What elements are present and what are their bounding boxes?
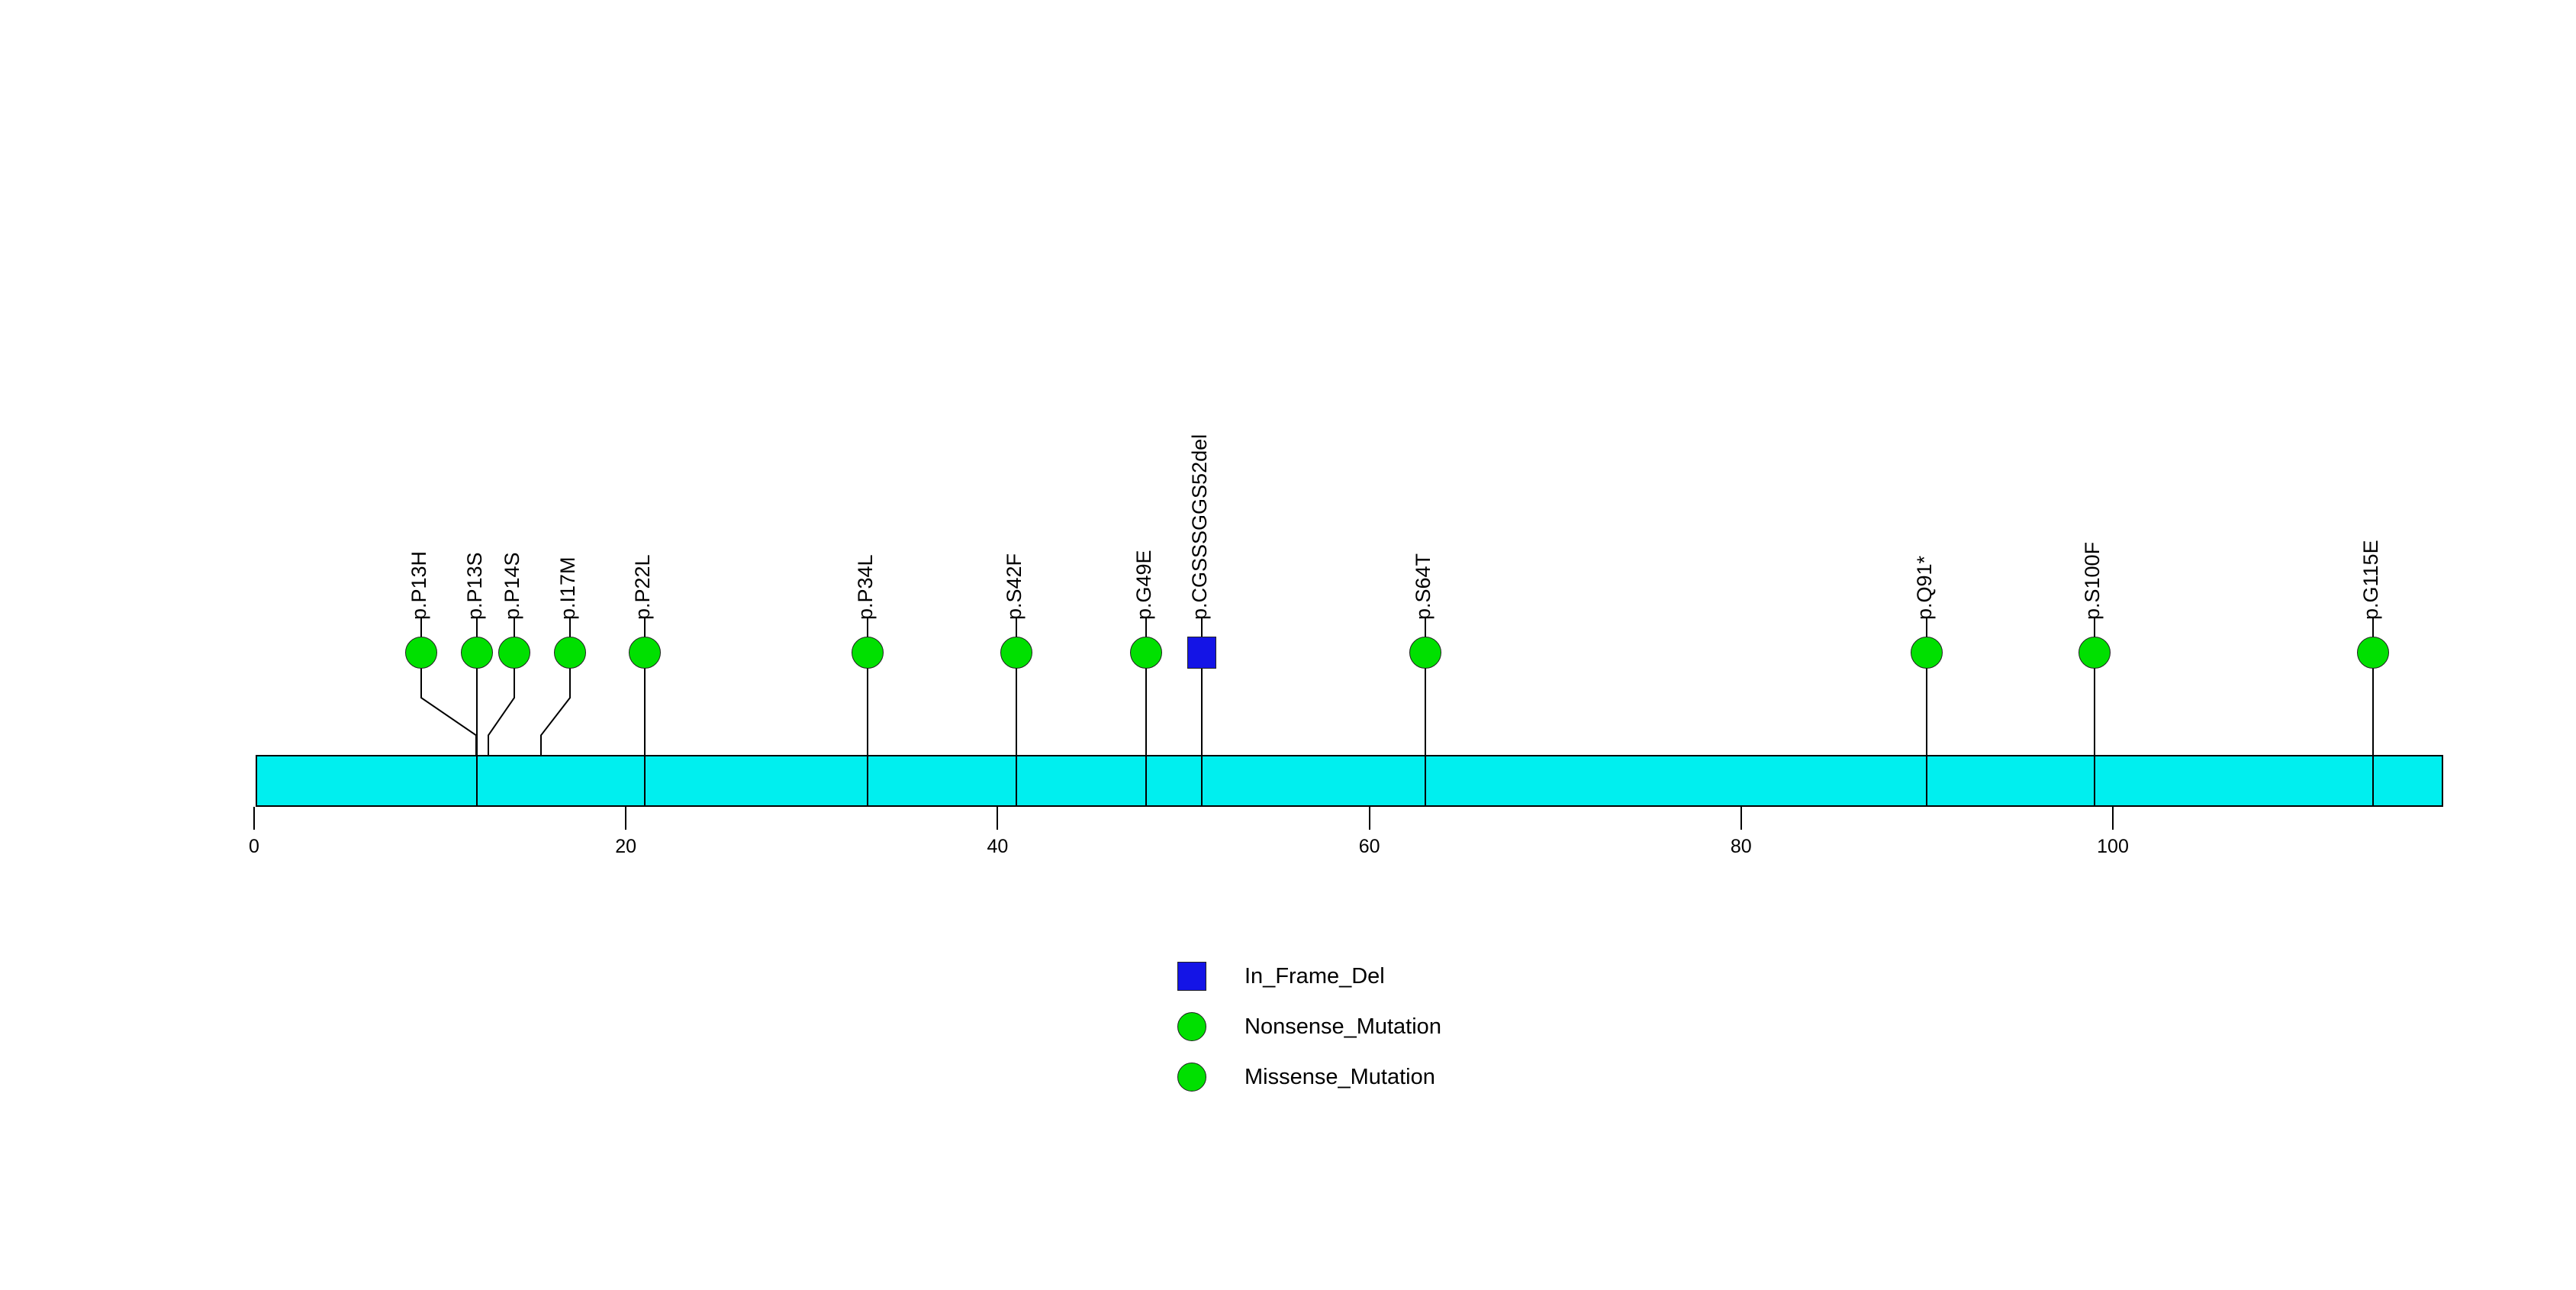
mutation-marker-circle[interactable] [1409, 637, 1441, 669]
mutation-marker-circle[interactable] [498, 637, 531, 669]
axis-tick-label-60: 60 [1358, 836, 1380, 857]
lollipop-lower-stem [866, 666, 868, 807]
legend-label: In_Frame_Del [1245, 964, 1385, 988]
mutation-marker-circle[interactable] [461, 637, 494, 669]
legend-swatch-circle [1177, 1063, 1206, 1092]
axis-tick-label-40: 40 [987, 836, 1009, 857]
lollipop-upper-stem [866, 618, 868, 640]
mutation-label: p.S42F [1002, 553, 1026, 620]
mutation-marker-circle[interactable] [1911, 637, 1943, 669]
protein-backbone-bar [256, 755, 2444, 807]
mutation-label: p.P13S [463, 552, 487, 620]
lollipop-upper-stem [1015, 618, 1017, 640]
lollipop-upper-stem [420, 618, 423, 640]
mutation-marker-circle[interactable] [554, 637, 587, 669]
axis-tick-label-20: 20 [615, 836, 637, 857]
axis-tick-0 [253, 807, 255, 830]
mutation-label: p.Q91* [1913, 555, 1937, 620]
legend-swatch-square [1177, 962, 1206, 991]
axis-tick-100 [2112, 807, 2114, 830]
mutation-marker-circle[interactable] [851, 637, 884, 669]
lollipop-leader-line [420, 666, 478, 755]
lollipop-upper-stem [643, 618, 646, 640]
axis-tick-40 [997, 807, 999, 830]
lollipop-leader-line [488, 666, 516, 755]
axis-tick-label-80: 80 [1730, 836, 1752, 857]
legend-label: Missense_Mutation [1245, 1065, 1435, 1089]
mutation-marker-circle[interactable] [628, 637, 661, 669]
legend-label: Nonsense_Mutation [1245, 1014, 1441, 1039]
mutation-marker-circle[interactable] [405, 637, 438, 669]
axis-tick-label-0: 0 [249, 836, 259, 857]
mutation-marker-circle[interactable] [2357, 637, 2390, 669]
mutation-label: p.P13H [407, 550, 431, 620]
lollipop-upper-stem [569, 618, 572, 640]
lollipop-upper-stem [1201, 618, 1203, 640]
lollipop-lower-stem [476, 666, 478, 807]
mutation-marker-square[interactable] [1187, 637, 1217, 669]
lollipop-lower-stem [1145, 666, 1148, 807]
mutation-marker-circle[interactable] [2078, 637, 2111, 669]
axis-tick-60 [1368, 807, 1370, 830]
lollipop-upper-stem [1424, 618, 1426, 640]
mutation-label: p.G115E [2359, 540, 2383, 620]
lollipop-lower-stem [2372, 666, 2375, 807]
mutation-label: p.I17M [556, 556, 580, 620]
lollipop-lower-stem [1015, 666, 1017, 807]
mutation-marker-circle[interactable] [1130, 637, 1163, 669]
lollipop-upper-stem [1926, 618, 1928, 640]
mutation-marker-circle[interactable] [1000, 637, 1032, 669]
mutation-label: p.P34L [853, 554, 877, 620]
lollipop-lower-stem [643, 666, 646, 807]
mutation-label: p.CGSSSGGS52del [1188, 434, 1212, 620]
lollipop-lower-stem [2093, 666, 2095, 807]
lollipop-upper-stem [1145, 618, 1148, 640]
legend-swatch-circle [1177, 1012, 1206, 1041]
mutation-label: p.G49E [1132, 550, 1156, 620]
lollipop-upper-stem [476, 618, 478, 640]
mutation-label: p.S100F [2080, 541, 2104, 620]
lollipop-upper-stem [2372, 618, 2375, 640]
mutation-label: p.S64T [1411, 553, 1435, 620]
lollipop-lower-stem [1424, 666, 1426, 807]
axis-tick-80 [1740, 807, 1742, 830]
lollipop-upper-stem [2093, 618, 2095, 640]
axis-tick-20 [625, 807, 627, 830]
lollipop-lower-stem [1926, 666, 1928, 807]
mutation-label: p.P22L [630, 554, 654, 620]
lollipop-lower-stem [1201, 666, 1203, 807]
lollipop-upper-stem [514, 618, 516, 640]
axis-tick-label-100: 100 [2097, 836, 2129, 857]
lollipop-leader-line [540, 666, 572, 755]
mutation-label: p.P14S [501, 552, 524, 620]
